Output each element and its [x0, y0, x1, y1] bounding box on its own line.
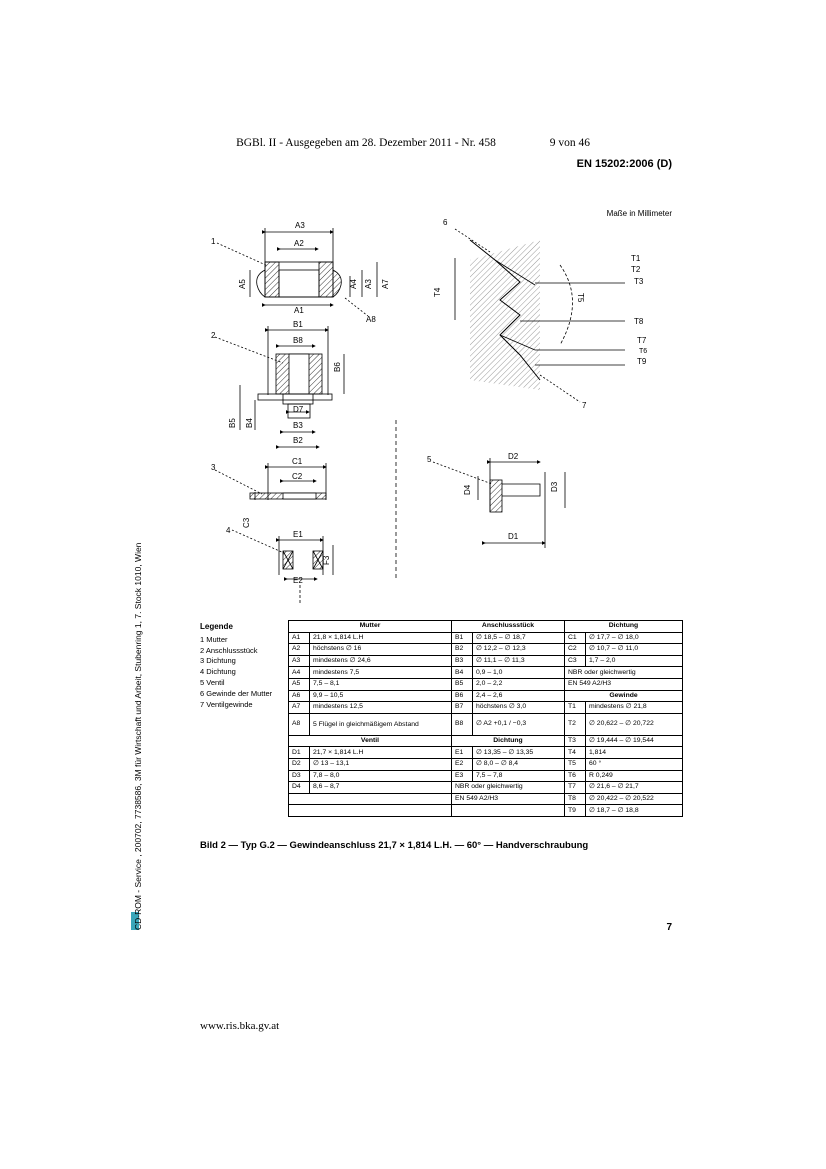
label-t5: T5 — [576, 293, 585, 303]
legend-item: 6 Gewinde der Mutter — [200, 688, 273, 698]
label-b1: B1 — [293, 320, 303, 329]
header-dichtung: Dichtung — [564, 620, 683, 633]
label-b5: B5 — [228, 418, 237, 428]
document-id: EN 15202:2006 (D) — [576, 158, 672, 170]
label-b3: B3 — [293, 421, 303, 430]
page-of-count: 9 von 46 — [549, 137, 590, 149]
label-n4: 4 — [226, 526, 231, 535]
legend-item: 1 Mutter — [200, 634, 228, 644]
label-n1: 1 — [211, 237, 216, 246]
label-d1: D1 — [508, 532, 519, 541]
label-a5: A5 — [238, 279, 247, 289]
legend-item: 2 Anschlussstück — [200, 645, 258, 655]
header-ventil: Ventil — [288, 734, 452, 748]
header-mutter: Mutter — [288, 620, 452, 633]
label-t1: T1 — [631, 254, 641, 263]
table-header-row: Mutter Anschlussstück Dichtung — [288, 620, 683, 633]
legend: Legende 1 Mutter 2 Anschlussstück 3 Dich… — [200, 622, 272, 710]
page-header: BGBl. II - Ausgegeben am 28. Dezember 20… — [0, 137, 826, 149]
fitting-part — [214, 326, 397, 580]
label-t2: T2 — [631, 265, 641, 274]
valve-part — [432, 458, 566, 548]
label-t6: T6 — [639, 348, 647, 355]
label-a3: A3 — [295, 221, 305, 230]
label-n3: 3 — [211, 463, 216, 472]
technical-drawing: A3 A2 A1 A5 A4 A3 A7 A8 1 B1 B8 B6 D7 B3… — [211, 218, 647, 605]
legend-item: 3 Dichtung — [200, 656, 236, 666]
label-t9: T9 — [637, 357, 647, 366]
header-gewinde: Gewinde — [564, 689, 683, 703]
figure-caption: Bild 2 — Typ G.2 — Gewindeanschluss 21,7… — [200, 840, 589, 851]
label-n2: 2 — [211, 331, 216, 340]
label-a4: A4 — [349, 279, 358, 289]
nut-part — [216, 228, 378, 317]
label-f3: F3 — [322, 555, 331, 565]
legend-title: Legende — [200, 622, 233, 631]
label-b4: B4 — [245, 418, 254, 428]
label-a7: A7 — [381, 279, 390, 289]
label-t7: T7 — [637, 336, 647, 345]
label-d3: D3 — [550, 481, 559, 492]
header-anschluss: Anschlussstück — [451, 620, 565, 633]
label-e2: E2 — [293, 576, 303, 585]
label-d7: D7 — [293, 405, 304, 414]
label-t3: T3 — [634, 277, 644, 286]
table-row: Ventil Dichtung T3∅ 19,444 – ∅ 19,544 — [288, 734, 683, 748]
legend-item: 5 Ventil — [200, 677, 225, 687]
table-row: T9∅ 18,7 – ∅ 18,8 — [288, 804, 683, 817]
page-number: 7 — [666, 922, 672, 933]
label-t8: T8 — [634, 317, 644, 326]
seal-part-3 — [214, 463, 327, 500]
label-b8: B8 — [293, 336, 303, 345]
label-c3: C3 — [242, 517, 251, 528]
thread-detail — [454, 228, 625, 403]
label-e1: E1 — [293, 530, 303, 539]
label-a8: A8 — [366, 315, 376, 324]
label-c1: C1 — [292, 457, 303, 466]
legend-item: 7 Ventilgewinde — [200, 699, 253, 709]
header-dichtung-2: Dichtung — [451, 734, 565, 748]
footer-url: www.ris.bka.gv.at — [200, 1020, 280, 1032]
label-a3-side: A3 — [364, 279, 373, 289]
label-d4: D4 — [463, 484, 472, 495]
label-t4: T4 — [433, 287, 442, 297]
units-note: Maße in Millimeter — [606, 209, 672, 218]
label-c2: C2 — [292, 472, 303, 481]
label-n7: 7 — [582, 401, 587, 410]
table-row: EN 549 A2/H3 T8∅ 20,422 – ∅ 20,522 — [288, 792, 683, 806]
label-n6: 6 — [443, 218, 448, 227]
label-d2: D2 — [508, 452, 519, 461]
label-n5: 5 — [427, 455, 432, 464]
label-a2: A2 — [294, 239, 304, 248]
side-marker — [131, 912, 139, 930]
label-a1: A1 — [294, 306, 304, 315]
gazette-reference: BGBl. II - Ausgegeben am 28. Dezember 20… — [236, 137, 496, 149]
label-b2: B2 — [293, 436, 303, 445]
seal-part-4 — [231, 529, 334, 605]
legend-item: 4 Dichtung — [200, 667, 236, 677]
label-b6: B6 — [333, 362, 342, 372]
